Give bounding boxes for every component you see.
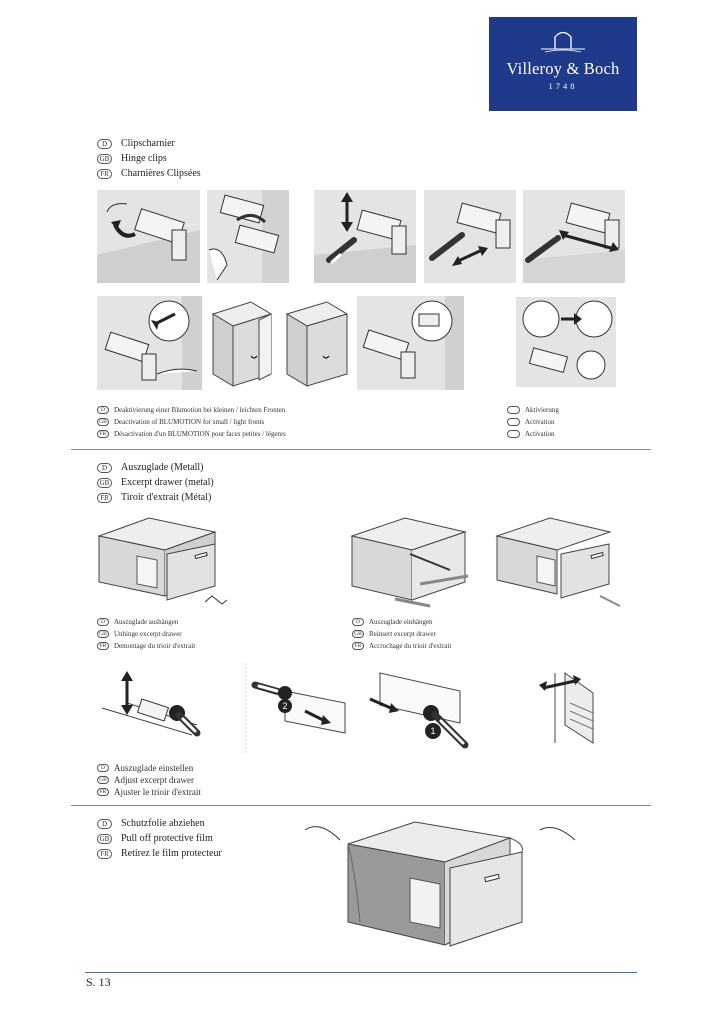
step-2-label: 2 — [282, 701, 287, 711]
step-1-label: 1 — [430, 726, 435, 736]
hinge-figure-7 — [357, 296, 464, 390]
cabinet-figure-left — [211, 296, 273, 390]
hinge-figure-6 — [97, 296, 202, 390]
adjust-figure-2: 2 — [245, 663, 350, 753]
hinge-figure-8 — [516, 297, 616, 387]
cabinet-figure-right — [285, 296, 350, 390]
drawer-reinsert-figure-1 — [350, 514, 475, 610]
footer-rule — [85, 972, 637, 973]
logo-year: 1748 — [548, 81, 578, 91]
hinge-figure-2 — [207, 190, 289, 283]
adjust-figure-4 — [535, 663, 597, 751]
adjust-figure-1 — [97, 663, 202, 753]
drawer-reinsert-figure-2 — [495, 514, 625, 610]
activation-list: Aktivierung Activation Activation — [507, 404, 559, 440]
activation-icon — [507, 418, 520, 426]
activation-icon — [507, 406, 520, 414]
adjust-figure-3: 1 — [365, 663, 470, 753]
hinge-figure-5 — [523, 190, 625, 283]
protective-film-figure — [300, 810, 580, 958]
hinge-figure-3 — [314, 190, 416, 283]
villeroy-boch-logo: Villeroy & Boch 1748 — [489, 17, 637, 111]
hinge-figure-1 — [97, 190, 200, 283]
arch-fountain-icon — [541, 31, 585, 53]
page-number: S. 13 — [86, 975, 111, 989]
logo-brand: Villeroy & Boch — [506, 59, 620, 78]
section-divider — [71, 449, 651, 450]
activation-icon — [507, 430, 520, 438]
drawer-unhinge-figure — [97, 514, 242, 610]
hinge-figure-4 — [424, 190, 516, 283]
section-divider — [71, 805, 651, 806]
